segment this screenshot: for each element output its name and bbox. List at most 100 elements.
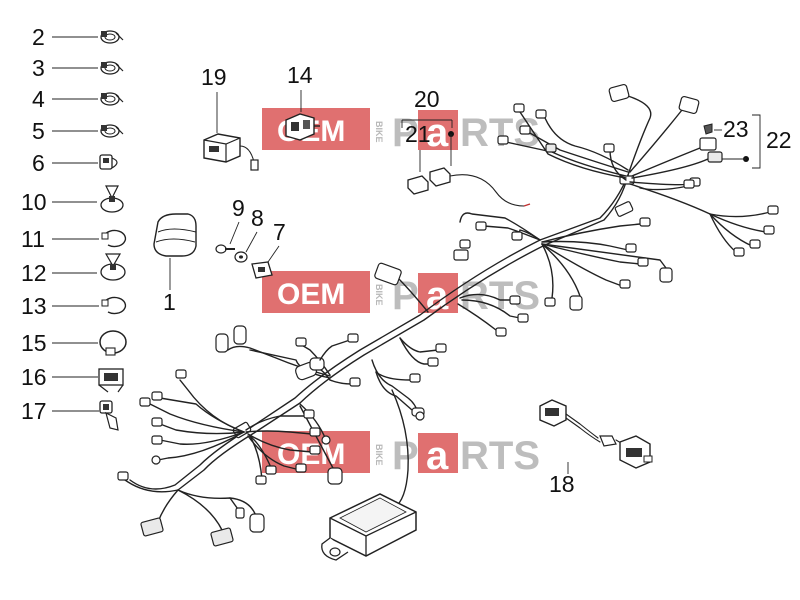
part-number-14: 14 [287,62,313,88]
connector-icon [139,397,151,407]
part-10[interactable]: 10 [21,185,124,215]
main-wiring-harness [117,83,779,561]
bracket-icon [251,261,273,279]
cable-tie-icon [101,229,127,248]
part-11[interactable]: 11 [21,226,127,252]
screw-icon [215,244,235,254]
part-number-12: 12 [21,260,47,286]
watermark-parts-rts: RTS [460,434,540,478]
part-number-6: 6 [32,150,45,176]
part-number-2: 2 [32,24,45,50]
part-number-3: 3 [32,55,45,81]
leader-line [229,221,240,245]
hose-clamp-icon [100,124,124,138]
part-17[interactable]: 17 [21,398,119,431]
connector-icon [683,179,695,189]
connector-icon [495,327,507,337]
cable-tie-icon [99,330,127,356]
connector-icon [545,143,557,153]
connector-icon [151,417,163,427]
watermark-bottom: OEM BIKE P a RTS [262,431,540,478]
connector-icon [427,357,439,367]
part-19[interactable]: 19 [201,64,259,171]
connector-icon [535,109,547,119]
part-9[interactable]: 9 [215,195,245,254]
connector-icon [733,247,745,257]
part-number-7: 7 [273,219,286,245]
watermark-parts-p: P [392,434,419,478]
part-number-17: 17 [21,398,47,424]
part-number-20: 20 [414,86,440,112]
part-20[interactable]: 20 [401,86,453,128]
washer-icon [234,251,248,263]
cable-clip-icon [99,400,119,431]
connector-icon [175,369,187,379]
part-13[interactable]: 13 [21,293,127,319]
connector-icon [569,295,583,311]
connector-icon [407,167,531,207]
part-3[interactable]: 3 [32,55,124,81]
part-12[interactable]: 12 [21,253,126,286]
hose-clamp-icon [100,92,124,106]
connector-icon [249,513,265,533]
part-number-15: 15 [21,330,47,356]
rubber-boot-icon [153,213,197,257]
watermark-parts-rts: RTS [460,274,540,318]
connector-icon [235,507,245,519]
part-8[interactable]: 8 [234,205,264,263]
connector-icon [265,465,277,475]
part-5[interactable]: 5 [32,118,124,144]
watermark-brand: OEM [277,278,345,311]
connector-icon [374,262,402,286]
connector-icon [513,103,525,113]
connector-icon [295,463,307,473]
part-14[interactable]: 14 [285,62,320,141]
hose-clamp-icon [100,30,124,44]
watermark-side: BIKE [374,121,384,143]
part-22[interactable]: 22 [720,114,792,169]
part-number-19: 19 [201,64,227,90]
connector-icon [140,517,164,537]
part-number-18: 18 [549,471,575,497]
connector-icon [309,357,325,371]
part-number-16: 16 [21,364,47,390]
cable-clip-icon [99,154,118,170]
watermark-parts-a: a [426,434,449,478]
connector-icon [309,445,321,455]
connector-icon [678,95,700,115]
part-4[interactable]: 4 [32,86,124,112]
part-6[interactable]: 6 [32,150,118,176]
part-2[interactable]: 2 [32,24,124,50]
connector-icon [321,435,331,445]
connector-icon [151,435,163,445]
watermark-parts-p: P [392,111,419,155]
part-16[interactable]: 16 [21,364,124,393]
watermark-a-block [418,433,458,473]
part-15[interactable]: 15 [21,330,127,356]
connector-icon [210,527,234,547]
cable-tie-icon [101,296,127,315]
relay-icon [203,133,259,171]
part-1[interactable]: 1 [153,213,197,315]
part-number-22: 22 [766,127,792,153]
connector-icon [637,257,649,267]
part-21[interactable]: 21 [405,121,531,207]
part-7[interactable]: 7 [251,219,286,279]
connector-icon [767,205,779,215]
connector-icon [544,297,556,307]
part-number-23: 23 [723,116,749,142]
hose-clamp-icon [100,61,124,75]
connector-icon [295,337,307,347]
part-number-9: 9 [232,195,245,221]
connector-icon [151,391,163,401]
part-18[interactable]: 18 [539,399,653,497]
connector-icon [519,125,531,135]
watermark-middle: OEM BIKE P a RTS [262,271,540,318]
connector-icon [659,267,673,283]
part-number-8: 8 [251,205,264,231]
watermark-red-block [262,271,370,313]
connector-icon [327,467,343,485]
part-23[interactable]: 23 [703,116,749,142]
